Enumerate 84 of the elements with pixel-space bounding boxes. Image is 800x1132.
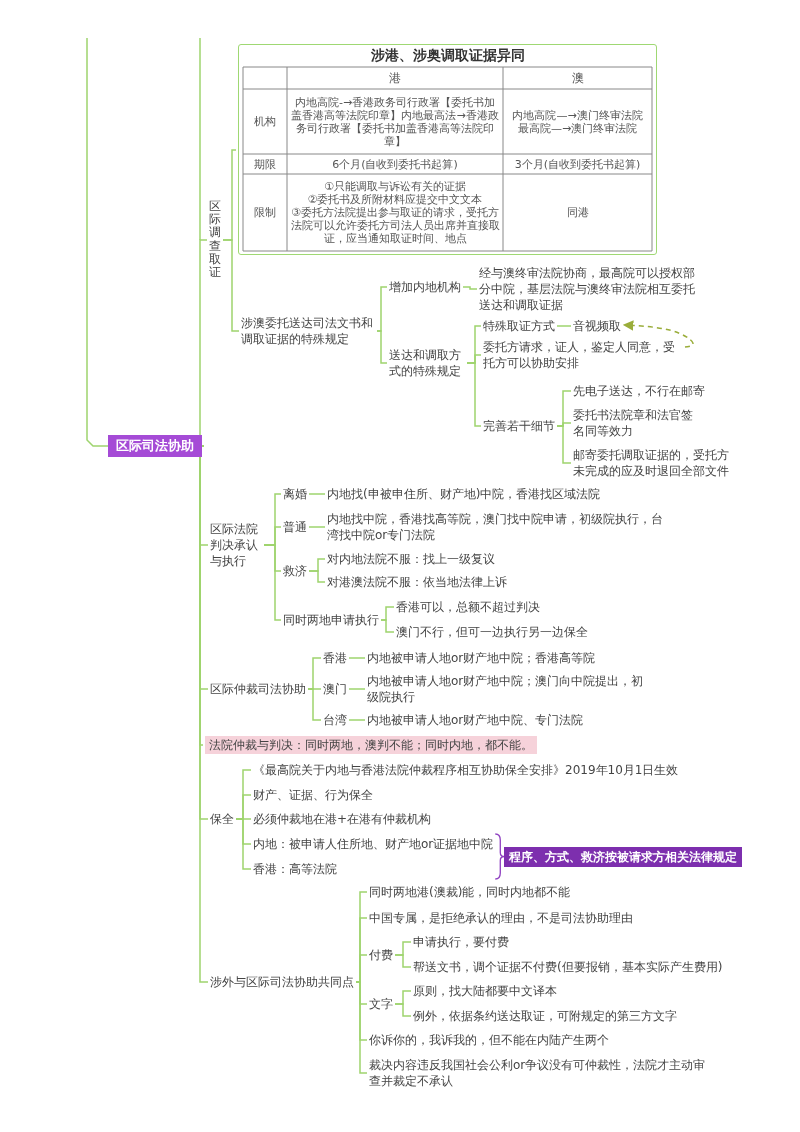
table-text: 内地高院—→澳门终审法院 [512, 108, 643, 122]
table-text: ①只能调取与诉讼有关的证据 [324, 180, 466, 193]
connector-line [348, 719, 366, 721]
topic-text: 涉外与区际司法协助共同点 [210, 974, 354, 990]
connector-line [556, 425, 572, 464]
topic-text: 中国专属，是拒绝承认的理由，不是司法协助理由 [369, 910, 633, 926]
dashed-arrow [622, 320, 694, 348]
topic-text: 香港：高等法院 [253, 861, 337, 877]
row-header: 期限 [254, 157, 276, 171]
topic-text: 内地被申请人地or财产地中院；澳门向中院提出，初级院执行 [367, 673, 652, 705]
topic-text: 必须仲裁地在港+在港有仲裁机构 [253, 811, 432, 827]
table-text: ③委托方法院提出参与取证的请求，受托方法院可以允许委托方司法人员出席并直接取证，应当通知取证时间、地点 [290, 206, 500, 245]
topic-text: 音视频取 [573, 318, 621, 334]
topic-text: 普通 [283, 519, 307, 535]
topic-text: 例外，依据条约送达取证，可附规定的第三方文字 [413, 1008, 677, 1024]
topic-text: 经与澳终审法院协商，最高院可以授权部分中院，基层法院与澳终审法院相互委托送达和调取证据 [479, 265, 701, 313]
connector-line [307, 688, 322, 721]
topic-text: 同时两地申请执行 [283, 612, 379, 628]
table-text: 同港 [566, 206, 589, 219]
connector-line [235, 818, 252, 870]
topic-text: 保全 [210, 811, 234, 827]
topic-text: 文字 [369, 996, 393, 1012]
row-header: 机构 [254, 115, 276, 128]
topic-text: 内地被申请人地or财产地中院、专门法院 [367, 712, 584, 728]
topic-text: 你诉你的，我诉我的，但不能在内陆产生两个 [369, 1032, 609, 1048]
topic-text: 离婚 [283, 486, 307, 502]
topic-text: 付费 [369, 947, 393, 963]
topic-text: 台湾 [323, 712, 347, 728]
topic-text: 财产、证据、行为保全 [253, 787, 373, 803]
topic-text: 内地找(申被申住所、财产地)中院，香港找区域法院 [327, 486, 601, 502]
topic-text: 区际法院判决承认与执行 [210, 521, 262, 569]
topic-text: 特殊取证方式 [483, 318, 555, 334]
root-topic: 区际司法协助 [108, 435, 202, 457]
connector-line [348, 688, 366, 690]
column-header: 港 [389, 71, 401, 85]
topic-text: 《最高院关于内地与香港法院仲裁程序相互协助保全安排》2019年10月1日生效 [253, 762, 679, 778]
topic-text: 香港 [323, 650, 347, 666]
highlighted-note: 法院仲裁与判决：同时两地，澳判不能；同时内地，都不能。 [205, 736, 537, 754]
topic-text: 香港可以，总额不超过判决 [396, 599, 540, 615]
topic-text: 澳门不行，但可一边执行另一边保全 [396, 624, 588, 640]
topic-text: 救济 [283, 563, 307, 579]
topic-text: 澳门 [323, 681, 347, 697]
table-text: 3个月(自收到委托书起算) [514, 157, 641, 171]
connector-line [308, 570, 326, 583]
topic-text: 对内地法院不服：找上一级复议 [327, 551, 495, 567]
connector-line [222, 239, 240, 332]
topic-text: 区际仲裁司法协助 [210, 681, 306, 697]
topic-text: 送达和调取方式的特殊规定 [389, 347, 465, 379]
topic-text: 同时两地港(澳裁)能，同时内地都不能 [369, 884, 571, 900]
topic-text: 裁决内容违反我国社会公利or争议没有可仲裁性，法院才主动审查并裁定不承认 [369, 1057, 714, 1089]
connector-line [394, 1003, 412, 1017]
topic-text: 对港澳法院不服：依当地法律上诉 [327, 574, 507, 590]
topic-text: 涉澳委托送达司法文书和调取证据的特殊规定 [241, 315, 375, 347]
connector-line [308, 526, 326, 528]
connector-line [466, 362, 482, 427]
connector-line [308, 493, 326, 495]
topic-text: 内地：被申请人住所地、财产地or证据地中院 [253, 836, 494, 852]
topic-text: 委托方请求，证人，鉴定人同意，受托方可以协助安排 [483, 339, 683, 371]
topic-text: 帮送文书，调个证据不付费(但要报销，基本实际产生费用) [413, 959, 723, 975]
branch-topic: 区际调查取证 [209, 200, 221, 280]
connector-line [394, 954, 412, 968]
connector-line [380, 619, 395, 633]
table-text: 内地高院-→香港政务司行政署【委托书加盖香港高等法院印章】内地最高法→香港政务司行政署【委托书加盖香港高等法院印章】 [290, 95, 500, 148]
connector-line [376, 330, 388, 364]
table-text: 最高院—→澳门终审法院 [517, 121, 638, 135]
connector-line [348, 657, 366, 659]
topic-text: 原则，找大陆都要中文译本 [413, 983, 557, 999]
topic-text: 申请执行，要付费 [413, 934, 509, 950]
topic-text: 邮寄委托调取证据的，受托方未完成的应及时退回全部文件 [573, 447, 735, 479]
topic-text: 内地找中院，香港找高等院，澳门找中院申请，初级院执行，台湾找中院or专门法院 [327, 511, 667, 543]
table-text: ②委托书及所附材料应提交中文文本 [307, 193, 483, 206]
connector-line [355, 981, 368, 1074]
table-text: 6个月(自收到委托书起算) [332, 157, 458, 171]
topic-text: 先电子送达，不行在邮寄 [573, 383, 705, 399]
connector-line [462, 286, 478, 290]
topic-text: 完善若干细节 [483, 418, 555, 434]
connector-line [556, 325, 572, 327]
column-header: 澳 [571, 71, 584, 85]
summary-note: 程序、方式、救济按被请求方相关法律规定 [504, 847, 742, 867]
table-title: 涉港、涉奥调取证据异同 [369, 47, 526, 63]
topic-text: 委托书法院章和法官签名同等效力 [573, 407, 699, 439]
row-header: 限制 [254, 206, 276, 219]
topic-text: 增加内地机构 [389, 279, 461, 295]
topic-text: 内地被申请人地or财产地中院；香港高等院 [367, 650, 596, 666]
